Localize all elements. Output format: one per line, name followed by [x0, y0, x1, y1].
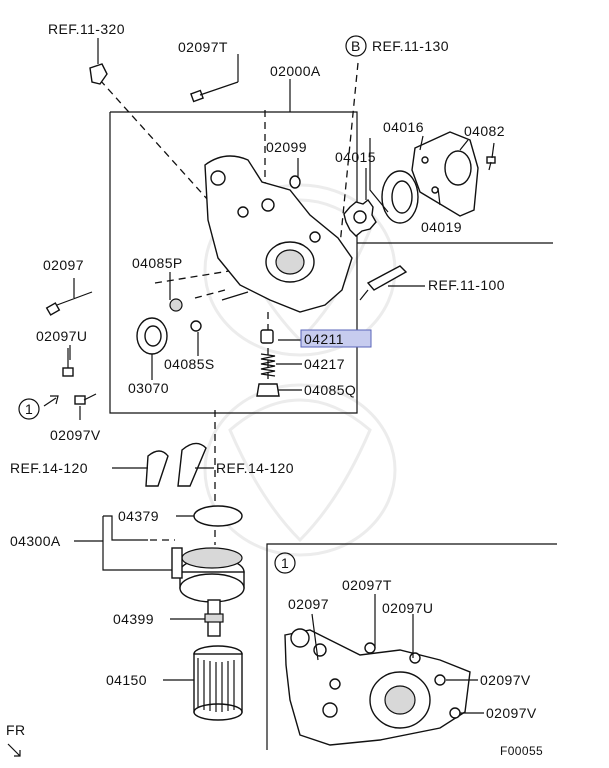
callout-1-circle[interactable] [18, 398, 40, 420]
fr-arrow-icon [7, 743, 21, 757]
bolt-02097U [62, 348, 74, 377]
label-04019[interactable]: 04019 [421, 219, 462, 235]
label-ref-11-130[interactable]: REF.11-130 [372, 38, 449, 54]
label-02000A[interactable]: 02000A [270, 63, 321, 79]
oil-seal-03070 [136, 317, 168, 355]
label-04085S[interactable]: 04085S [164, 356, 215, 372]
detail-label-02097T[interactable]: 02097T [342, 577, 392, 593]
pump-cover-04019 [411, 131, 479, 217]
label-02097[interactable]: 02097 [43, 257, 84, 273]
label-ref-14-120-right[interactable]: REF.14-120 [216, 460, 294, 476]
screw-04082 [486, 156, 496, 171]
label-04379[interactable]: 04379 [118, 508, 159, 524]
detail-label-02097V-a[interactable]: 02097V [480, 672, 531, 688]
label-04150[interactable]: 04150 [106, 672, 147, 688]
bolt-02097T [190, 81, 239, 103]
label-04082[interactable]: 04082 [464, 123, 505, 139]
labels: REF.11-320 02097T B REF.11-130 02000A 04… [6, 21, 543, 758]
label-callout-1: 1 [25, 401, 33, 417]
oil-cooler-04300A [171, 547, 245, 603]
label-04085Q[interactable]: 04085Q [304, 382, 356, 398]
main-frame [109, 111, 553, 414]
label-02097T[interactable]: 02097T [178, 39, 228, 55]
inner-gear-04015 [343, 198, 377, 237]
detail-frame [266, 543, 557, 750]
oil-filter-04150 [193, 645, 243, 721]
detail-callout-label: 1 [281, 555, 289, 571]
relief-plunger-04211 [260, 329, 274, 344]
detail-label-02097[interactable]: 02097 [288, 596, 329, 612]
label-04217[interactable]: 04217 [304, 356, 345, 372]
bolt-02097-left [45, 291, 93, 316]
spring-04217 [260, 353, 276, 377]
sensor-ref-11-320 [89, 63, 108, 85]
oil-pump-body [204, 155, 353, 313]
hose-left [145, 450, 169, 487]
label-04399[interactable]: 04399 [113, 611, 154, 627]
plug-04085Q [256, 383, 280, 397]
figure-code: F00055 [500, 744, 543, 758]
detail-callout-circle [274, 552, 296, 574]
detail-label-02097V-b[interactable]: 02097V [486, 705, 537, 721]
connector-bolt-04399 [204, 599, 224, 637]
label-02099[interactable]: 02099 [266, 139, 307, 155]
plug-04085P [169, 298, 183, 312]
leader-lines [69, 38, 495, 681]
label-04085P[interactable]: 04085P [132, 255, 183, 271]
detail-pump-body [284, 628, 471, 746]
label-04211[interactable]: 04211 [304, 331, 344, 347]
detail-label-02097U[interactable]: 02097U [382, 600, 433, 616]
bolt-02097V [74, 393, 97, 405]
sensor-ref-11-100 [359, 265, 408, 301]
label-ref-14-120-left[interactable]: REF.14-120 [10, 460, 88, 476]
label-02097U[interactable]: 02097U [36, 328, 87, 344]
label-callout-b: B [351, 38, 361, 54]
label-02097V[interactable]: 02097V [50, 427, 101, 443]
ball-04085S [190, 320, 202, 332]
label-ref-11-320[interactable]: REF.11-320 [48, 21, 125, 37]
label-ref-11-100[interactable]: REF.11-100 [428, 277, 505, 293]
callout-b-circle [345, 35, 367, 57]
hose-right [177, 442, 207, 487]
o-ring-02099 [289, 175, 301, 189]
label-03070[interactable]: 03070 [128, 380, 169, 396]
detail-leader-lines [311, 594, 484, 714]
label-04015[interactable]: 04015 [335, 149, 376, 165]
label-fr: FR [6, 722, 25, 738]
arrow-to-bolt [43, 395, 59, 407]
label-04016[interactable]: 04016 [383, 119, 424, 135]
label-04300A[interactable]: 04300A [10, 533, 61, 549]
gasket-04379 [193, 505, 243, 527]
highlight-04211 [300, 329, 372, 348]
outer-gear-04016 [381, 170, 419, 224]
detail-labels: 1 02097T 02097 02097U 02097V 02097V [274, 552, 537, 721]
